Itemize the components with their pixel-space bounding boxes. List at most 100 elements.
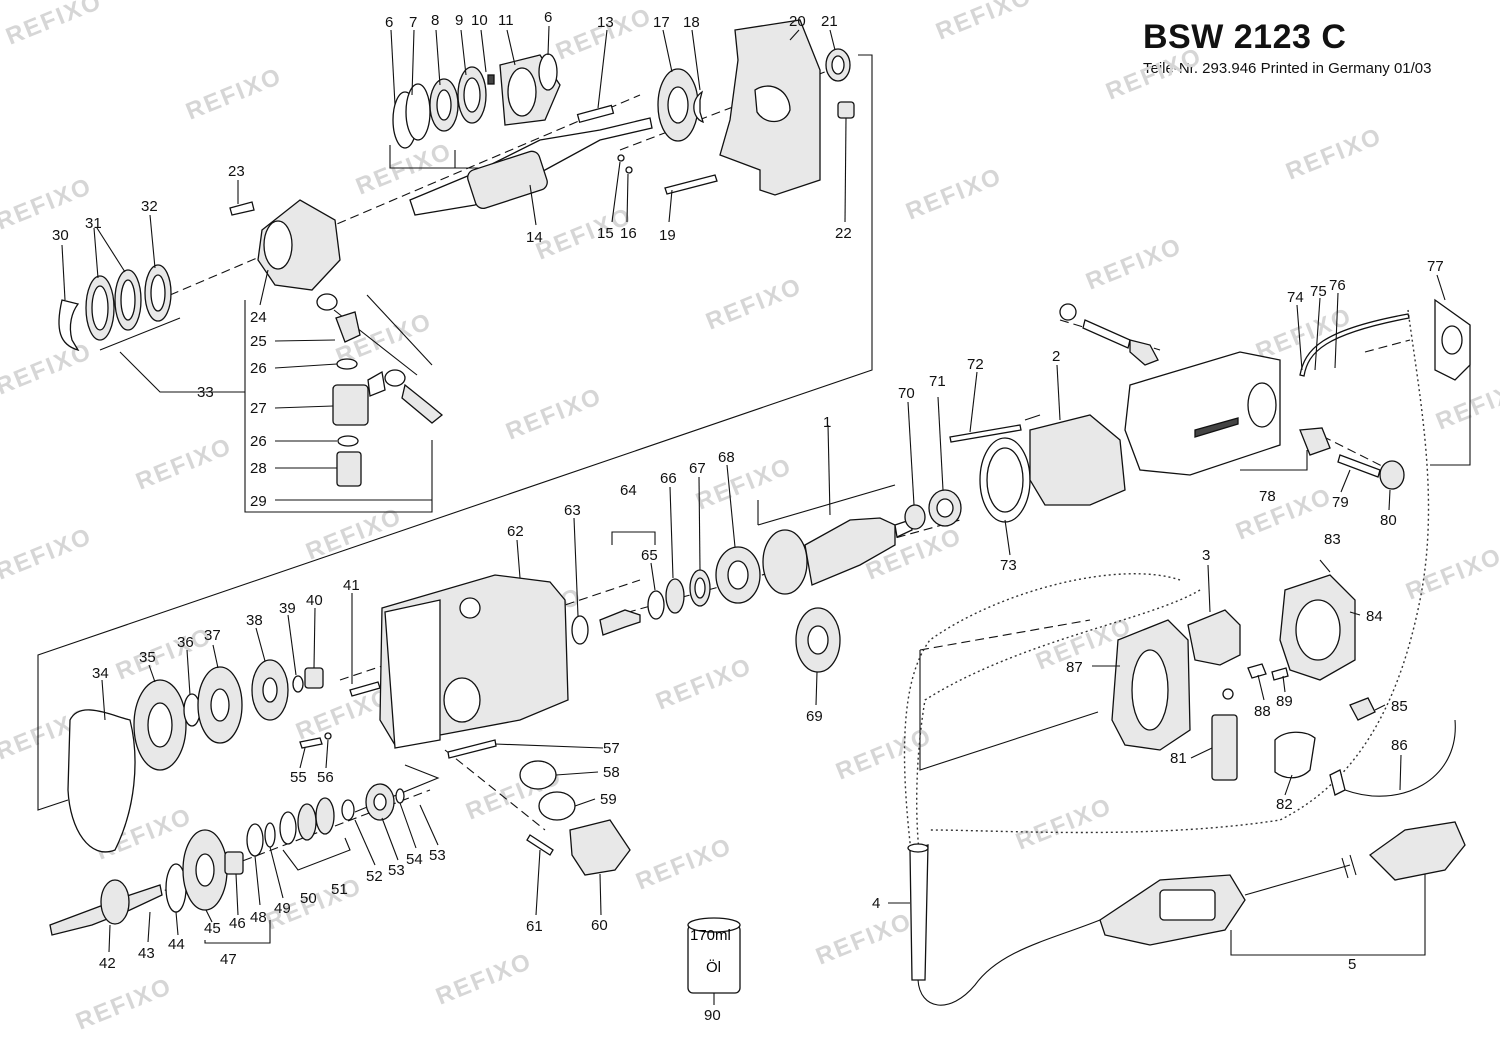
part-number: 72 bbox=[967, 356, 984, 373]
part-number-callouts: 6 7 8 9 10 11 6 13 17 18 20 21 22 19 14 … bbox=[52, 9, 1444, 1024]
part-number: 28 bbox=[250, 460, 267, 477]
part-number: 60 bbox=[591, 917, 608, 934]
watermark: REFIXO bbox=[72, 973, 176, 1036]
watermark: REFIXO bbox=[132, 433, 236, 496]
watermark: REFIXO bbox=[702, 273, 806, 336]
part-number: 20 bbox=[789, 13, 806, 30]
part-number: 78 bbox=[1259, 488, 1276, 505]
watermark: REFIXO bbox=[1082, 233, 1186, 296]
part-number: 39 bbox=[279, 600, 296, 617]
part-number: 24 bbox=[250, 309, 267, 326]
part-number: 13 bbox=[597, 14, 614, 31]
part-number: 9 bbox=[455, 12, 463, 29]
part-number: 81 bbox=[1170, 750, 1187, 767]
part-number: 43 bbox=[138, 945, 155, 962]
part-number: 45 bbox=[204, 920, 221, 937]
part-number: 53 bbox=[429, 847, 446, 864]
part-number: 6 bbox=[544, 9, 552, 26]
watermark: REFIXO bbox=[902, 163, 1006, 226]
watermark: REFIXO bbox=[632, 833, 736, 896]
part-number: 65 bbox=[641, 547, 658, 564]
diagram-subtitle: Teile-Nr. 293.946 Printed in Germany 01/… bbox=[1143, 60, 1432, 77]
watermark: REFIXO bbox=[1402, 543, 1500, 606]
part-number: 47 bbox=[220, 951, 237, 968]
part-number: 10 bbox=[471, 12, 488, 29]
part-number: 23 bbox=[228, 163, 245, 180]
part-number: 62 bbox=[507, 523, 524, 540]
part-number: 87 bbox=[1066, 659, 1083, 676]
part-number: 48 bbox=[250, 909, 267, 926]
part-number: 90 bbox=[704, 1007, 721, 1024]
watermark: REFIXO bbox=[432, 948, 536, 1011]
part-number: 55 bbox=[290, 769, 307, 786]
part-number: 53 bbox=[388, 862, 405, 879]
part-number: 32 bbox=[141, 198, 158, 215]
part-number: 71 bbox=[929, 373, 946, 390]
part-number: 35 bbox=[139, 649, 156, 666]
part-number: 56 bbox=[317, 769, 334, 786]
watermark: REFIXO bbox=[0, 338, 96, 401]
part-number: 49 bbox=[274, 900, 291, 917]
part-number: 17 bbox=[653, 14, 670, 31]
part-number: 33 bbox=[197, 384, 214, 401]
watermark: REFIXO bbox=[112, 623, 216, 686]
part-number: 52 bbox=[366, 868, 383, 885]
part-number: 66 bbox=[660, 470, 677, 487]
part-number: 18 bbox=[683, 14, 700, 31]
part-number: 79 bbox=[1332, 494, 1349, 511]
part-number: 83 bbox=[1324, 531, 1341, 548]
part-number: 1 bbox=[823, 414, 831, 431]
part-number: 42 bbox=[99, 955, 116, 972]
watermark: REFIXO bbox=[182, 63, 286, 126]
part-number: 46 bbox=[229, 915, 246, 932]
bracket-lines bbox=[37, 54, 1471, 956]
part-number: 89 bbox=[1276, 693, 1293, 710]
part-number: 14 bbox=[526, 229, 543, 246]
part-number: 15 bbox=[597, 225, 614, 242]
watermark: REFIXO bbox=[0, 173, 96, 236]
part-number: 11 bbox=[498, 12, 514, 29]
part-number: 8 bbox=[431, 12, 439, 29]
watermark: REFIXO bbox=[2, 0, 106, 51]
part-number: 36 bbox=[177, 634, 194, 651]
part-number: 22 bbox=[835, 225, 852, 242]
part-number: 63 bbox=[564, 502, 581, 519]
part-number: 19 bbox=[659, 227, 676, 244]
watermark: REFIXO bbox=[1012, 793, 1116, 856]
watermark: REFIXO bbox=[812, 908, 916, 971]
watermark: REFIXO bbox=[652, 653, 756, 716]
part-number: 29 bbox=[250, 493, 267, 510]
watermark: REFIXO bbox=[832, 723, 936, 786]
watermark: REFIXO bbox=[0, 523, 96, 586]
part-number: 85 bbox=[1391, 698, 1408, 715]
part-number: 68 bbox=[718, 449, 735, 466]
part-number: 6 bbox=[385, 14, 393, 31]
part-number: 82 bbox=[1276, 796, 1293, 813]
part-number: 51 bbox=[331, 881, 348, 898]
part-number: 88 bbox=[1254, 703, 1271, 720]
part-number: 74 bbox=[1287, 289, 1304, 306]
part-number: 4 bbox=[872, 895, 880, 912]
part-number: 30 bbox=[52, 227, 69, 244]
part-number: 26 bbox=[250, 360, 267, 377]
part-number: 58 bbox=[603, 764, 620, 781]
diagram-title: BSW 2123 C bbox=[1143, 18, 1347, 56]
watermark: REFIXO bbox=[1282, 123, 1386, 186]
watermark: REFIXO bbox=[502, 383, 606, 446]
part-number: 77 bbox=[1427, 258, 1444, 275]
can-volume-label: 170ml bbox=[690, 927, 731, 944]
part-number: 54 bbox=[406, 851, 423, 868]
part-number: 70 bbox=[898, 385, 915, 402]
part-number: 84 bbox=[1366, 608, 1383, 625]
part-number: 57 bbox=[603, 740, 620, 757]
part-number: 80 bbox=[1380, 512, 1397, 529]
parts-drawings bbox=[49, 19, 1471, 1006]
part-number: 40 bbox=[306, 592, 323, 609]
part-number: 61 bbox=[526, 918, 543, 935]
watermark: REFIXO bbox=[932, 0, 1036, 46]
part-number: 64 bbox=[620, 482, 637, 499]
part-number: 2 bbox=[1052, 348, 1060, 365]
part-number: 26 bbox=[250, 433, 267, 450]
